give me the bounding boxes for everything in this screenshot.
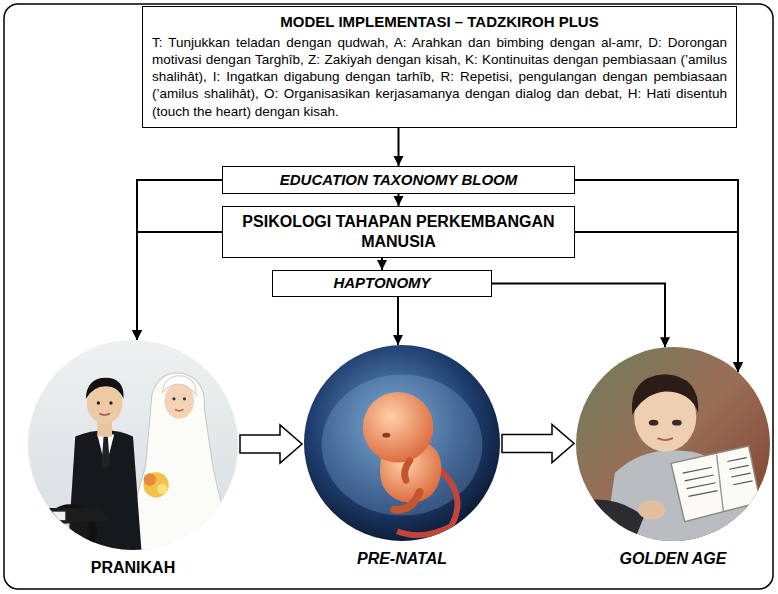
bouquet — [144, 473, 157, 486]
connector — [132, 180, 222, 340]
arrow-head — [394, 156, 404, 166]
groom-tie — [102, 437, 110, 469]
bouquet — [157, 484, 168, 495]
wedding-scene — [28, 340, 238, 550]
adult-arm — [576, 499, 644, 541]
mouth — [175, 409, 183, 411]
fetus-eye — [382, 433, 390, 438]
open-book — [671, 446, 760, 522]
arrow-head — [377, 260, 387, 270]
stage-label: PRANIKAH — [0, 558, 298, 577]
groom-shirt — [97, 435, 114, 469]
connector — [132, 232, 222, 340]
connector-line — [137, 180, 222, 340]
arrow-head — [660, 337, 670, 347]
connector — [377, 258, 387, 270]
concept-box: PSIKOLOGI TAHAPAN PERKEMBANGAN MANUSIA — [222, 206, 575, 258]
connector — [492, 283, 670, 347]
fetus-arm — [405, 461, 410, 481]
connector — [502, 425, 574, 463]
connector-line — [492, 283, 665, 347]
motorbike-body — [39, 508, 110, 525]
eye — [109, 401, 112, 404]
box-label: HAPTONOMY — [333, 274, 430, 293]
mouth — [657, 438, 673, 440]
hand — [638, 500, 665, 519]
stage-label: PRE-NATAL — [244, 549, 560, 568]
motorbike-plate — [39, 511, 66, 520]
connector — [394, 128, 404, 166]
fetus-leg — [394, 492, 419, 510]
reading-scene — [576, 347, 770, 541]
background — [28, 340, 238, 550]
box-body: T: Tunjukkan teladan dengan qudwah, A: A… — [152, 34, 727, 120]
stage-circle: PRE-NATAL — [304, 345, 500, 541]
groom-hair — [86, 378, 124, 399]
bouquet — [144, 472, 169, 497]
eye — [649, 420, 659, 426]
background — [576, 347, 770, 541]
eye — [172, 397, 175, 400]
stage-arrow — [502, 425, 574, 463]
child-hair — [632, 374, 698, 415]
connector — [240, 425, 302, 463]
background — [304, 345, 500, 541]
connector-line — [575, 180, 738, 372]
stage-arrow — [240, 425, 302, 463]
eye — [672, 420, 682, 426]
eye — [97, 401, 100, 404]
stage-circle: PRANIKAH — [28, 340, 238, 550]
connector — [575, 180, 743, 372]
connector-line — [137, 232, 222, 340]
box-heading: MODEL IMPLEMENTASI – TADZKIROH PLUS — [152, 12, 727, 32]
box-label: PSIKOLOGI TAHAPAN PERKEMBANGAN MANUSIA — [231, 212, 566, 252]
outer-frame — [4, 4, 773, 589]
eye — [183, 397, 186, 400]
womb-scene — [304, 345, 500, 541]
groom-suit — [68, 430, 141, 550]
connector — [394, 194, 404, 206]
concept-box: HAPTONOMY — [272, 270, 492, 297]
arrow-head — [393, 335, 403, 345]
connector — [393, 297, 403, 345]
arrow-head — [132, 330, 142, 340]
fetus-illustration — [304, 345, 500, 541]
arrow-head — [132, 330, 142, 340]
child-reading-illustration — [576, 347, 770, 541]
box-label: EDUCATION TAXONOMY BLOOM — [280, 171, 518, 190]
concept-box: EDUCATION TAXONOMY BLOOM — [222, 166, 575, 194]
bride-veil — [162, 376, 196, 395]
arrow-head — [394, 196, 404, 206]
wedding-couple-illustration — [28, 340, 238, 550]
book-lines — [683, 458, 753, 497]
model-box: MODEL IMPLEMENTASI – TADZKIROH PLUST: Tu… — [142, 6, 737, 128]
stage-label: GOLDEN AGE — [516, 549, 778, 568]
fetus-head — [363, 392, 434, 463]
stage-circle: GOLDEN AGE — [576, 347, 770, 541]
mouth — [99, 414, 110, 416]
bride-dress — [123, 373, 239, 550]
book-spine — [717, 455, 724, 512]
